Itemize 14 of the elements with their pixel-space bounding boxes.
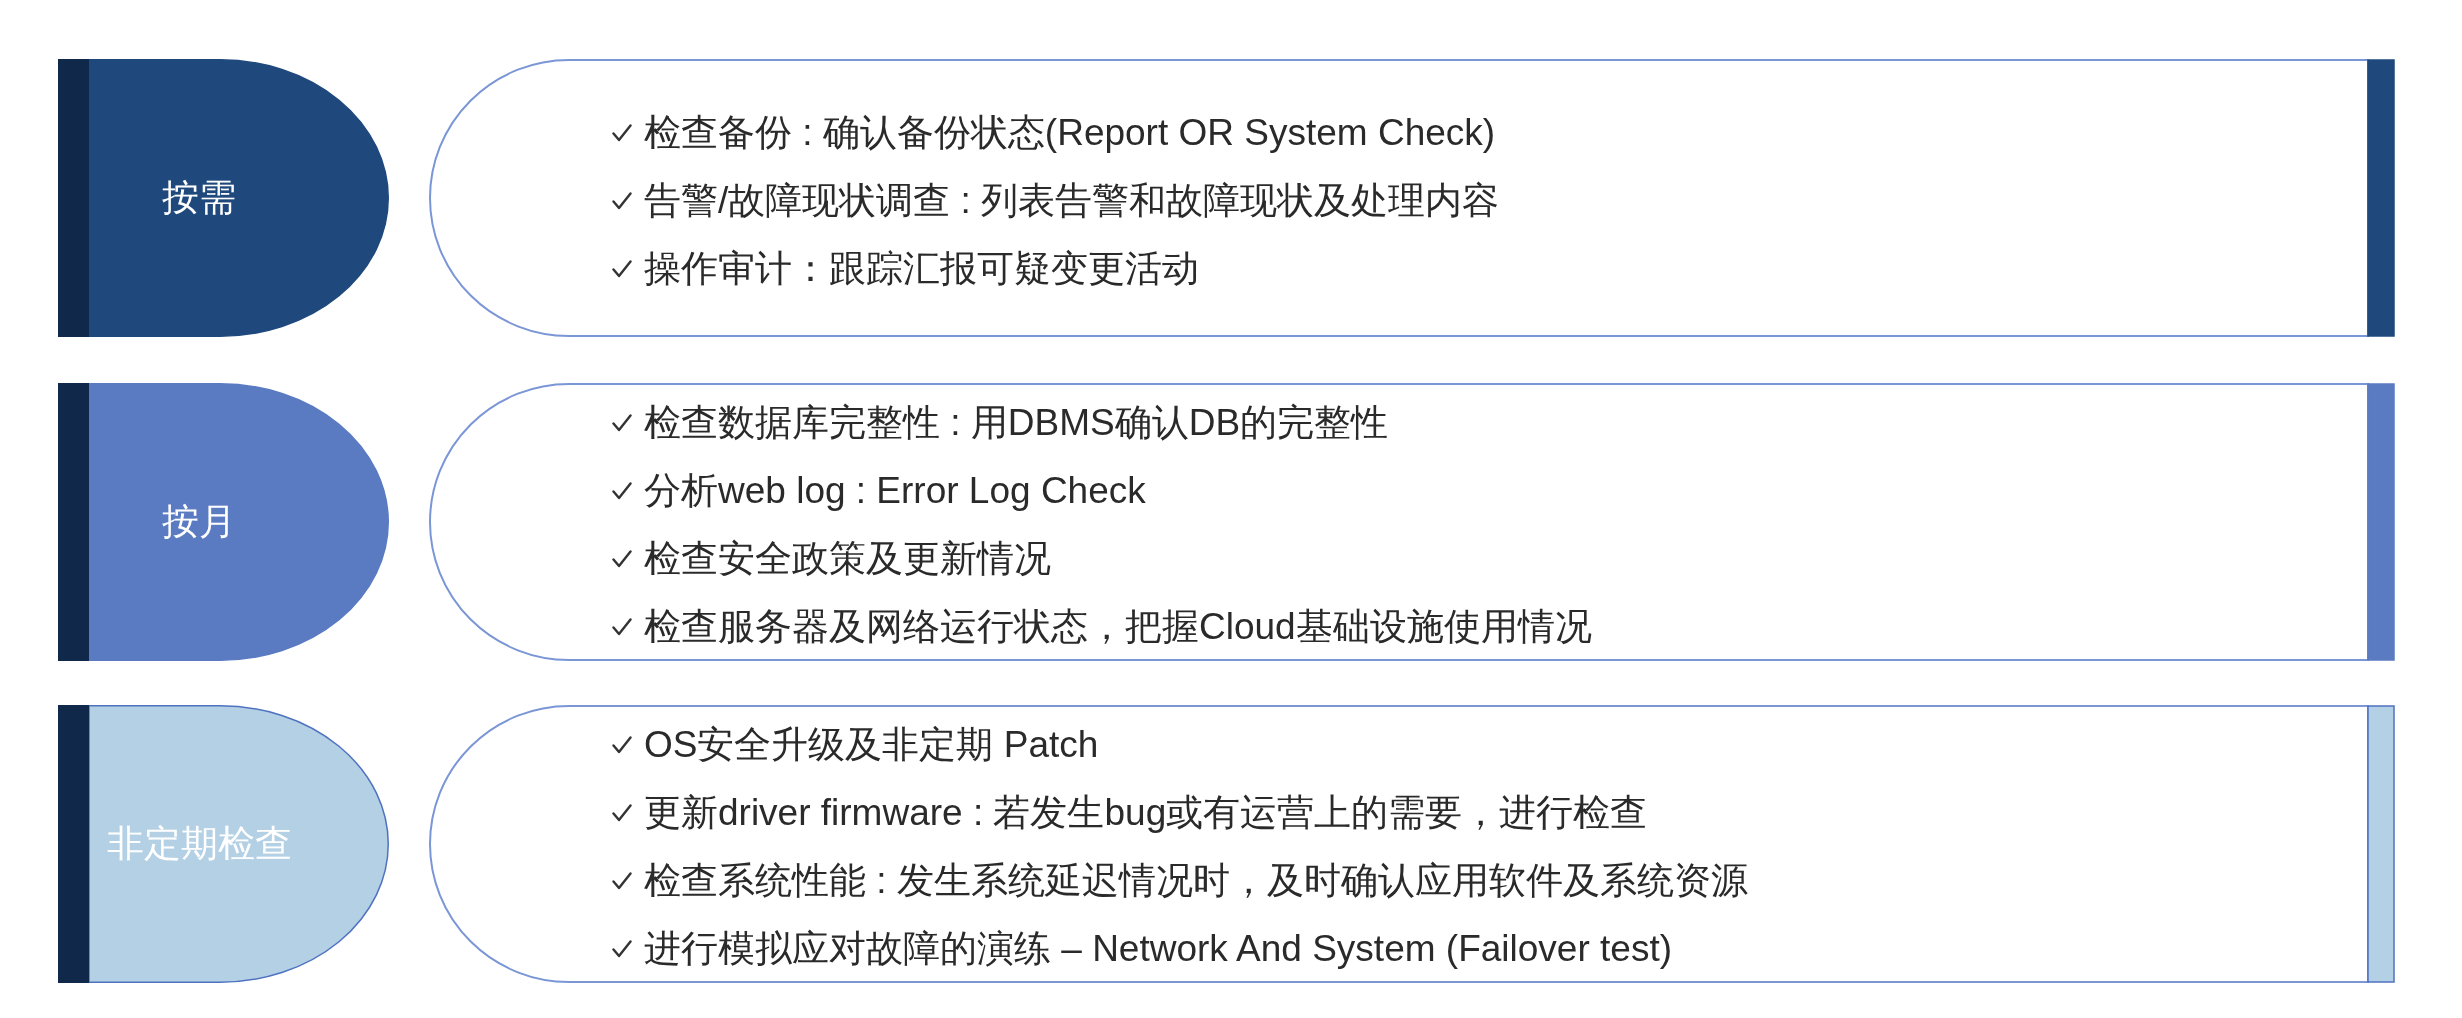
checklist-item: 检查数据库完整性 : 用DBMS确认DB的完整性 bbox=[644, 401, 1389, 445]
checklist-item: 分析web log : Error Log Check bbox=[644, 469, 1146, 513]
checklist-item: 操作审计：跟踪汇报可疑变更活动 bbox=[644, 247, 1199, 291]
checklist-item: 进行模拟应对故障的演练 – Network And System (Failover test) bbox=[644, 927, 1672, 971]
tab-label: 非定期检查 bbox=[106, 822, 292, 866]
checklist-item: 检查备份 : 确认备份状态(Report OR System Check) bbox=[644, 111, 1496, 155]
checklist-item: 告警/故障现状调查 : 列表告警和故障现状及处理内容 bbox=[644, 179, 1500, 223]
checklist-item: 检查服务器及网络运行状态，把握Cloud基础设施使用情况 bbox=[644, 605, 1592, 649]
checklist-item: 检查系统性能 : 发生系统延迟情况时，及时确认应用软件及系统资源 bbox=[644, 859, 1748, 903]
checklist-item: OS安全升级及非定期 Patch bbox=[644, 723, 1099, 767]
checklist-item: 检查安全政策及更新情况 bbox=[644, 537, 1051, 581]
tab-label: 按月 bbox=[162, 500, 236, 544]
checklist-item: 更新driver firmware : 若发生bug或有运营上的需要，进行检查 bbox=[644, 791, 1648, 835]
tab-label: 按需 bbox=[162, 176, 236, 220]
